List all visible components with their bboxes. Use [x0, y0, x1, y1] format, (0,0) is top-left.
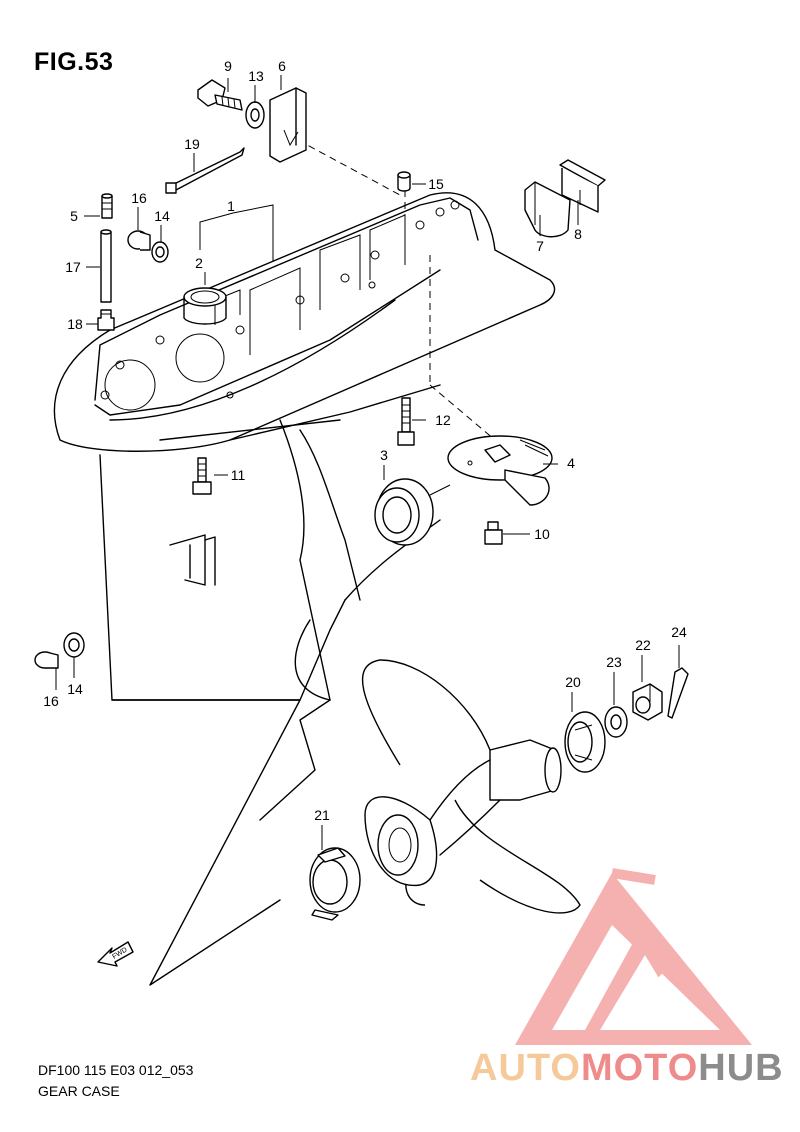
- figure-title: FIG.53: [34, 48, 114, 76]
- callout-20: 20: [565, 674, 581, 690]
- watermark-moto: MOTO: [580, 1047, 699, 1089]
- watermark-text: AUTOMOTOHUB: [470, 1047, 784, 1090]
- prop-nut-22: [632, 683, 663, 721]
- callout-18: 18: [67, 316, 83, 332]
- callout-2: 2: [195, 255, 203, 271]
- cable-tie-19: [165, 147, 245, 194]
- washer-14-top: [151, 241, 169, 263]
- washer-23: [604, 706, 628, 738]
- propeller: [361, 659, 581, 914]
- callout-14-top: 14: [154, 208, 170, 224]
- leader-lines: [55, 75, 680, 850]
- washer-13: [245, 101, 265, 129]
- fwd-direction-arrow: FWD: [97, 941, 134, 967]
- callout-6: 6: [278, 58, 286, 74]
- figure-caption: GEAR CASE: [38, 1083, 120, 1099]
- watermark-auto: AUTO: [470, 1047, 581, 1089]
- callout-16-top: 16: [131, 190, 147, 206]
- callout-23: 23: [606, 654, 622, 670]
- screw-5: [101, 193, 113, 219]
- callout-24: 24: [671, 624, 687, 640]
- fitting-18: [97, 309, 115, 331]
- plug-16-top: [127, 230, 151, 251]
- bolt-10: [484, 521, 503, 545]
- callout-9: 9: [224, 58, 232, 74]
- callout-22: 22: [635, 637, 651, 653]
- callout-16-bottom: 16: [43, 693, 59, 709]
- washer-14-bottom: [63, 632, 85, 658]
- trim-tab-4: [447, 435, 553, 506]
- thrust-washer-20: [564, 711, 606, 773]
- oil-seal-3: [374, 478, 451, 546]
- bolt-11: [192, 457, 212, 495]
- cover-7: [524, 181, 571, 238]
- callout-3: 3: [380, 447, 388, 463]
- anode-6: [269, 87, 307, 163]
- callout-labels: 1 2 3 4 5 6 7 8 9 10 11 12 13 14 14 15 1…: [43, 58, 687, 823]
- cotter-pin-24: [667, 667, 689, 719]
- watermark-logo: [515, 868, 752, 1045]
- callout-13: 13: [248, 68, 264, 84]
- callout-19: 19: [184, 136, 200, 152]
- callout-10: 10: [534, 526, 550, 542]
- gear-case-housing: [53, 139, 556, 986]
- plug-16-bottom: [34, 651, 59, 669]
- callout-7: 7: [536, 238, 544, 254]
- water-tube-17: [100, 229, 112, 303]
- callout-4: 4: [567, 455, 575, 471]
- callout-1: 1: [227, 198, 235, 214]
- spacer-21: [309, 847, 361, 921]
- watermark-hub: HUB: [698, 1047, 784, 1089]
- callout-11: 11: [231, 467, 246, 483]
- callout-14-bottom: 14: [67, 681, 83, 697]
- callout-5: 5: [70, 208, 78, 224]
- callout-21: 21: [314, 807, 330, 823]
- bolt-12: [397, 397, 415, 446]
- callout-12: 12: [435, 412, 451, 428]
- callout-15: 15: [428, 176, 444, 192]
- callout-17: 17: [65, 259, 81, 275]
- bolt-9: [197, 79, 243, 111]
- dowel-pin-15: [397, 171, 411, 192]
- figure-code: DF100 115 E03 012_053: [38, 1062, 194, 1078]
- plate-8: [559, 159, 606, 213]
- callout-8: 8: [574, 226, 582, 242]
